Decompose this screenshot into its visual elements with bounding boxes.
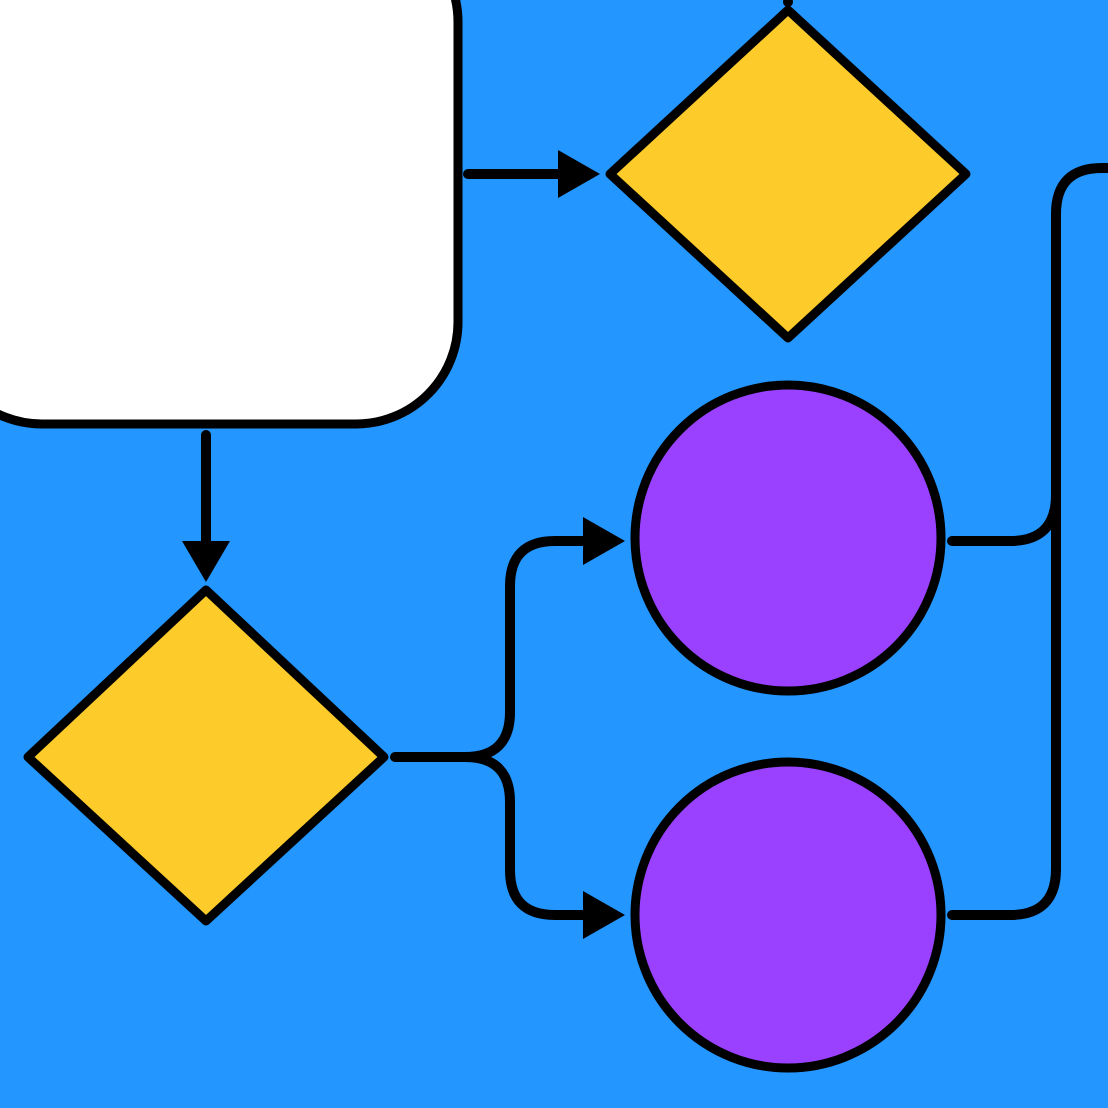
merge-line xyxy=(1051,163,1108,874)
decision-top xyxy=(605,5,971,343)
circle-top xyxy=(630,380,946,696)
arrowhead-right-circle-top xyxy=(583,517,625,565)
connector-dot xyxy=(783,0,793,7)
arrowhead-right-top xyxy=(558,150,600,198)
circle-bottom xyxy=(630,757,946,1073)
arrowhead-down xyxy=(182,541,230,582)
connector-bottom-decision-branch xyxy=(390,536,590,762)
decision-bottom xyxy=(23,585,389,926)
arrowhead-right-circle-bottom xyxy=(583,891,625,939)
connector-bottom-decision-branch-lower xyxy=(460,752,590,920)
process-box xyxy=(0,0,463,429)
connector-bottom-circle-to-merge xyxy=(947,864,1061,920)
